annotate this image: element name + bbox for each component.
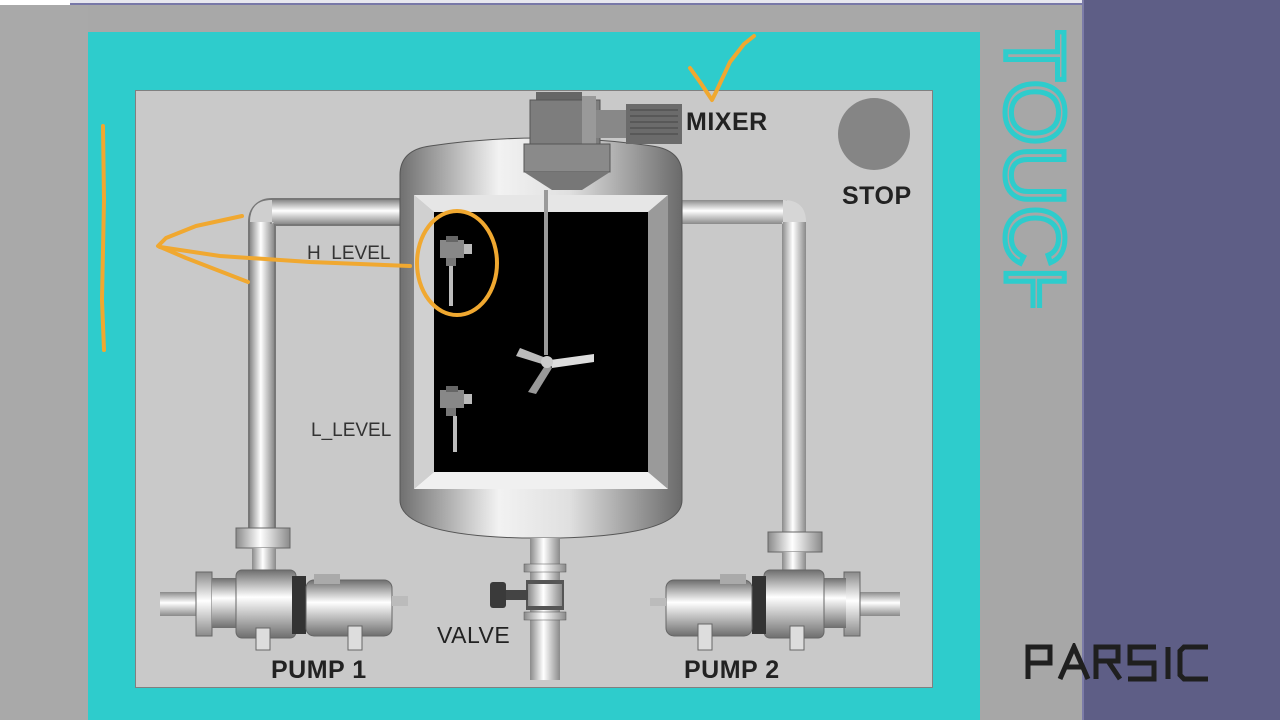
valve-label: VALVE (437, 622, 511, 648)
stop-button[interactable] (838, 98, 910, 170)
left-pipe (248, 198, 410, 537)
window-top-strip (0, 0, 1280, 5)
pump-2-label: PUMP 2 (684, 656, 780, 684)
mixing-tank (399, 137, 683, 539)
side-panel (1082, 0, 1280, 720)
pump-2 (650, 531, 900, 651)
right-pipe (672, 200, 806, 537)
l-level-label: L_LEVEL (311, 420, 392, 441)
stop-label: STOP (842, 182, 912, 210)
low-level-sensor (440, 386, 472, 452)
pump-1 (160, 527, 408, 651)
pump-1-label: PUMP 1 (271, 656, 367, 684)
touch-label-graphic: TOUCH (986, 30, 1079, 308)
mixer-motor (523, 92, 682, 355)
left-background (0, 5, 88, 720)
h-level-label: H_LEVEL (307, 243, 391, 264)
mixer-label: MIXER (686, 108, 768, 136)
valve (490, 580, 564, 610)
right-background (980, 5, 1082, 720)
mixer-impeller (516, 348, 594, 394)
parsic-logo (1025, 643, 1208, 682)
touch-label: TOUCH (988, 30, 1078, 308)
